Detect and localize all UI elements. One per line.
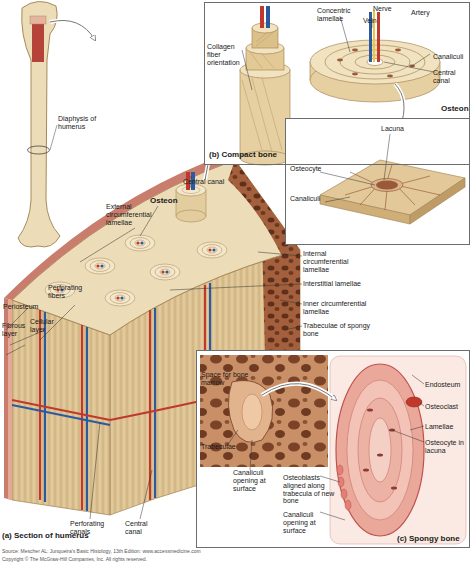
panel-caption: (c) Spongy bone (397, 535, 469, 544)
callout-label: Canaliculi (290, 195, 335, 203)
panel-caption: Osteon (441, 105, 471, 114)
callout-label: Artery (411, 9, 441, 17)
source-note: Copyright © The McGraw-Hill Companies, I… (2, 557, 472, 563)
callout-label: External circumferential lamellae (106, 203, 158, 226)
callout-label: Interstitial lamellae (303, 280, 369, 288)
panel-box: Collagen fiber orientation Concentric lam… (204, 2, 470, 165)
callout-label: Inner circumferential lamellae (303, 300, 373, 316)
callout-label: Canaliculi (433, 53, 473, 61)
callout-label: Space for bone marrow (201, 371, 251, 387)
callout-label: Diaphysis of humerus (58, 115, 103, 131)
callout-label: Canaliculi opening at surface (233, 469, 277, 492)
callout-label: Nerve (373, 5, 403, 13)
callout-label: Osteoblasts aligned along trabecula of n… (283, 474, 335, 505)
panel-caption: (b) Compact bone (209, 151, 287, 160)
callout-label: Collagen fiber orientation (207, 43, 243, 66)
callout-label: Trabeculae of spongy bone (303, 322, 375, 338)
callout-label: Perforating fibers (48, 284, 88, 300)
callout-label: Periosteum (3, 303, 48, 311)
callout-label: Trabeculae (201, 443, 251, 451)
callout-label: Osteocyte in lacuna (425, 439, 465, 455)
source-note: Source: Mescher AL: Junqueira's Basic Hi… (2, 549, 472, 555)
callout-label: Fibrous layer (2, 322, 30, 338)
callout-label: Concentric lamellae (317, 7, 363, 23)
callout-label: Canaliculi opening at surface (283, 511, 335, 534)
panel-caption: Osteon (150, 197, 180, 206)
callout-label: Internal circumferential lamellae (303, 250, 365, 273)
callout-label: Central canal (433, 69, 467, 85)
callout-label: Osteocyte (290, 165, 335, 173)
panel-box: LacunaOsteocyteCanaliculi (285, 118, 470, 245)
callout-label: Central canal (183, 178, 225, 186)
callout-label: Endosteum (425, 381, 467, 389)
panel-caption: (a) Section of humerus (2, 532, 122, 541)
panel-box: Space for bone marrowTrabeculaeCanalicul… (196, 350, 470, 548)
callout-label: Lamellae (425, 423, 467, 431)
callout-label: Vein (363, 17, 388, 25)
callout-label: Osteoclast (425, 403, 467, 411)
callout-label: Lacuna (381, 125, 421, 133)
callout-label: Cellular layer (30, 318, 60, 334)
callout-label: Central canal (125, 520, 160, 536)
